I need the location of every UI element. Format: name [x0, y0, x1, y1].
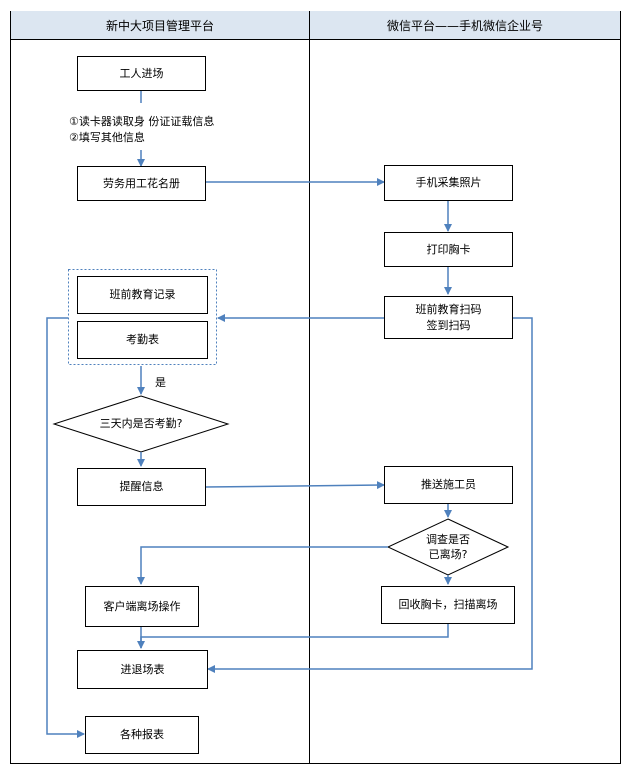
worker-entry-box: 工人进场: [77, 56, 206, 91]
info-note-line2: ②填写其他信息: [69, 131, 145, 144]
print-card-box: 打印胸卡: [384, 232, 513, 267]
dashed-group: [68, 269, 217, 365]
scan-line2: 签到扫码: [426, 318, 471, 332]
connector-group-to-reports: [46, 317, 85, 738]
attendance-box: 考勤表: [77, 321, 208, 359]
connector-scan-to-inout: [207, 317, 533, 673]
survey-line1: 调查是否: [426, 533, 470, 546]
remind-box: 提醒信息: [77, 468, 206, 506]
scan-line1: 班前教育扫码: [415, 302, 482, 316]
push-box: 推送施工员: [384, 466, 513, 504]
yes-label: 是: [155, 376, 166, 389]
left-lane-header: 新中大项目管理平台: [11, 11, 309, 40]
connector-recover-to-inout: [137, 624, 449, 649]
survey-line2: 已离场?: [428, 548, 468, 561]
right-lane-header: 微信平台——手机微信企业号: [310, 11, 620, 40]
scan-box: 班前教育扫码 签到扫码: [384, 296, 513, 339]
connector-survey-to-client: [137, 546, 388, 585]
edu-record-box: 班前教育记录: [77, 276, 208, 314]
client-exit-box: 客户端离场操作: [85, 586, 199, 627]
roster-box: 劳务用工花名册: [77, 166, 206, 201]
info-note-line1: ①读卡器读取身 份证证载信息: [69, 115, 215, 128]
connector-remind-to-push: [204, 481, 385, 490]
reports-box: 各种报表: [85, 716, 199, 754]
photo-box: 手机采集照片: [384, 165, 513, 201]
survey-diamond-label: 调查是否 已离场?: [408, 532, 488, 562]
recover-box: 回收胸卡，扫描离场: [381, 586, 515, 624]
in-out-table-box: 进退场表: [77, 650, 208, 689]
three-days-diamond-label: 三天内是否考勤?: [99, 417, 183, 430]
